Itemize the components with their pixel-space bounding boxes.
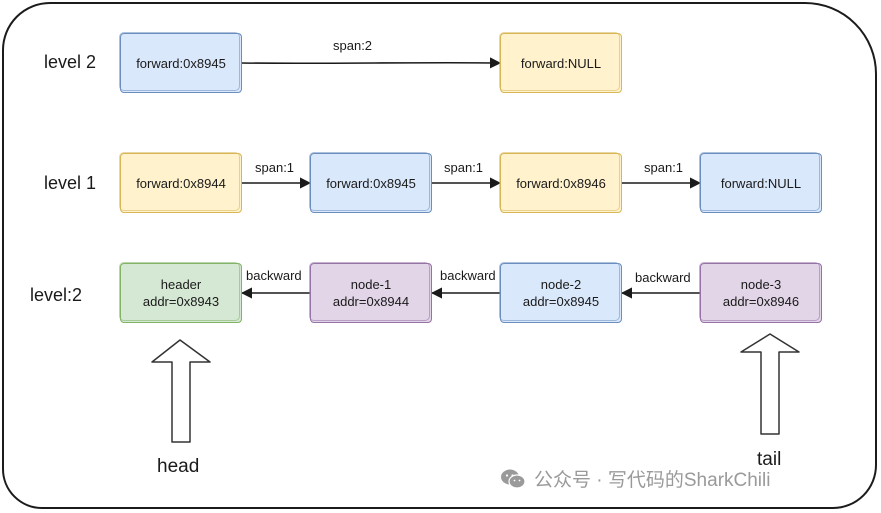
head-block-arrow <box>151 339 211 443</box>
level-1-forward-box: forward:0x8946 <box>499 152 622 213</box>
node-address: addr=0x8943 <box>142 294 220 309</box>
node-name: header <box>160 277 202 292</box>
level-1-forward-box: forward:0x8945 <box>309 152 432 213</box>
box-text: forward:0x8945 <box>326 175 416 191</box>
span-label: span:2 <box>333 38 373 53</box>
box-text: forward:0x8946 <box>516 175 606 191</box>
level-2-head-forward-box: forward:0x8945 <box>119 32 242 93</box>
level-2-label: level 2 <box>44 52 97 72</box>
level-1-null-forward-box: forward:NULL <box>699 152 822 213</box>
watermark: 公众号 · 写代码的SharkChili <box>500 465 770 492</box>
box-text: forward:NULL <box>520 55 602 71</box>
backward-label: backward <box>246 268 302 283</box>
node-address: addr=0x8945 <box>522 294 600 309</box>
node-1: node-1 addr=0x8944 <box>309 262 432 323</box>
backward-label: backward <box>440 268 496 283</box>
level-1-label: level 1 <box>44 173 97 193</box>
node-name: node-3 <box>740 277 782 292</box>
level-1-forward-box: forward:0x8944 <box>119 152 242 213</box>
level-2-null-forward-box: forward:NULL <box>499 32 622 93</box>
node-2: node-2 addr=0x8945 <box>499 262 622 323</box>
header-node: header addr=0x8943 <box>119 262 242 323</box>
level-count-label: level:2 <box>30 285 83 305</box>
box-text: forward:NULL <box>720 175 802 191</box>
tail-pointer-label: tail <box>757 449 782 470</box>
span-label: span:1 <box>255 160 295 175</box>
node-name: node-2 <box>540 277 582 292</box>
box-text: forward:0x8945 <box>136 55 226 71</box>
watermark-text: 公众号 · 写代码的SharkChili <box>534 470 771 491</box>
backward-label: backward <box>635 270 691 285</box>
span-label: span:1 <box>644 160 684 175</box>
node-address: addr=0x8944 <box>332 294 410 309</box>
node-address: addr=0x8946 <box>722 294 800 309</box>
span-2-arrow <box>241 57 502 69</box>
head-pointer-label: head <box>157 456 200 477</box>
wechat-icon <box>501 469 526 489</box>
node-name: node-1 <box>350 277 392 292</box>
span-label: span:1 <box>444 160 484 175</box>
node-3: node-3 addr=0x8946 <box>699 262 822 323</box>
box-text: forward:0x8944 <box>136 175 226 191</box>
tail-block-arrow <box>740 333 800 435</box>
